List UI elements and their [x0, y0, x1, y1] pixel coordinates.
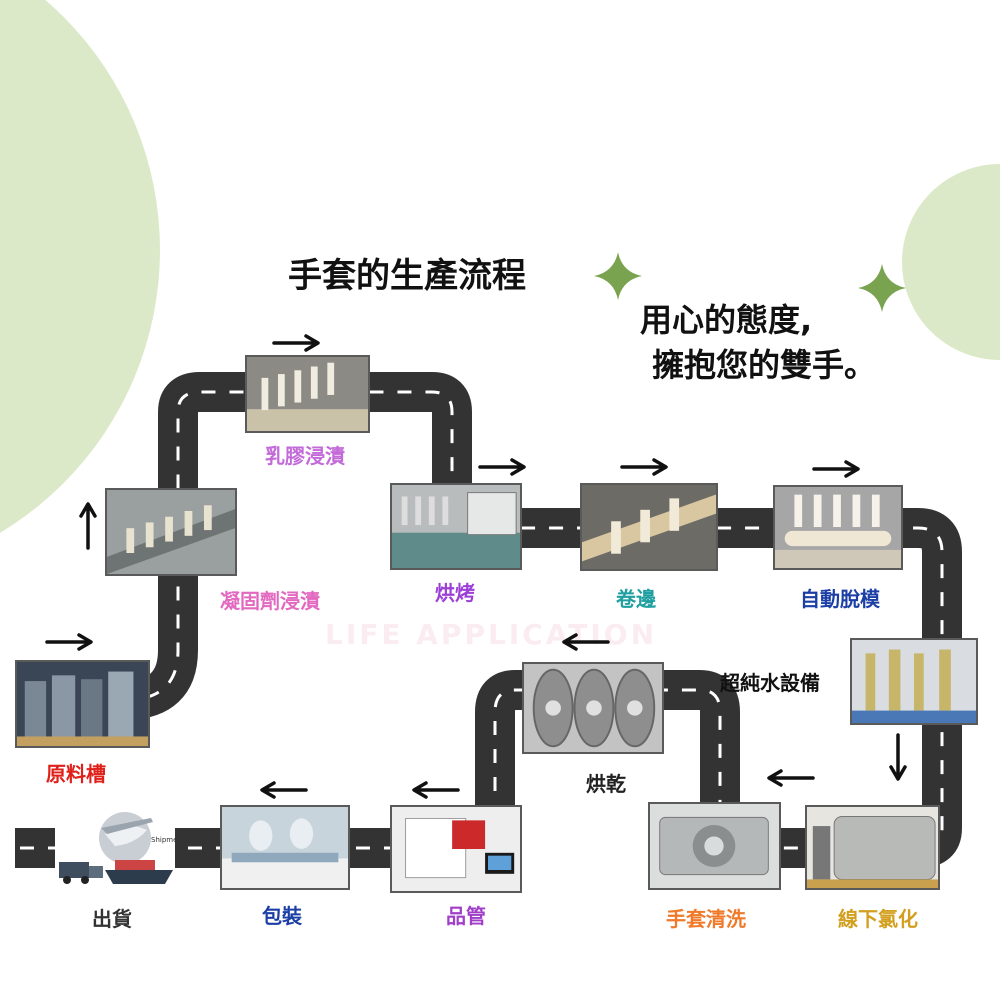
background-circle-large	[0, 0, 160, 533]
arrow-down-icon	[889, 733, 907, 781]
shipment-caption: Shipment	[151, 836, 185, 844]
shipping-illustration: Shipment	[55, 800, 185, 890]
sparkle-icon	[594, 252, 642, 300]
step-label-ultrapure-water: 超純水設備	[720, 671, 820, 695]
arrow-right-icon	[45, 633, 93, 651]
arrow-left-icon	[562, 633, 610, 651]
arrow-right-icon	[812, 460, 860, 478]
background-circle-small	[902, 164, 1000, 360]
photo-coagulant-dip	[105, 488, 237, 576]
arrow-left-icon	[412, 781, 460, 799]
step-label-offline-chlorination: 線下氯化	[838, 907, 918, 931]
arrow-right-icon	[272, 334, 320, 352]
step-label-raw-material-tank: 原料槽	[46, 762, 106, 786]
arrow-left-icon	[260, 781, 308, 799]
photo-quality-control	[390, 805, 522, 893]
step-label-packaging: 包裝	[262, 904, 302, 928]
page-title: 手套的生產流程	[288, 256, 526, 296]
slogan-line-2: 擁抱您的雙手。	[652, 346, 877, 384]
road-lane-marking	[15, 390, 944, 850]
photo-glove-washing	[648, 802, 781, 890]
photo-latex-dip	[245, 355, 370, 433]
arrow-right-icon	[478, 458, 526, 476]
sparkle-icon	[858, 264, 906, 312]
step-label-coagulant-dip: 凝固劑浸漬	[220, 589, 320, 613]
step-label-quality-control: 品管	[446, 904, 486, 928]
arrow-up-icon	[79, 502, 97, 550]
photo-raw-material-tank	[15, 660, 150, 748]
step-label-auto-stripping: 自動脫模	[800, 587, 880, 611]
photo-ultrapure-water	[850, 638, 978, 725]
photo-drying	[522, 662, 664, 754]
slogan-line-1: 用心的態度,	[640, 301, 813, 339]
photo-packaging	[220, 805, 350, 890]
step-label-latex-dip: 乳膠浸漬	[265, 444, 345, 468]
arrow-right-icon	[620, 458, 668, 476]
photo-offline-chlorination	[805, 805, 940, 890]
watermark-text: LIFE APPLICATION	[325, 618, 658, 651]
step-label-glove-washing: 手套清洗	[666, 907, 746, 931]
step-label-drying: 烘乾	[586, 772, 626, 796]
photo-auto-stripping	[773, 485, 903, 570]
step-label-cuff-rolling: 卷邊	[616, 587, 656, 611]
step-label-baking: 烘烤	[435, 581, 475, 605]
photo-baking	[390, 483, 522, 570]
arrow-left-icon	[767, 769, 815, 787]
step-label-shipping: 出貨	[92, 907, 132, 931]
photo-cuff-rolling	[580, 483, 718, 571]
